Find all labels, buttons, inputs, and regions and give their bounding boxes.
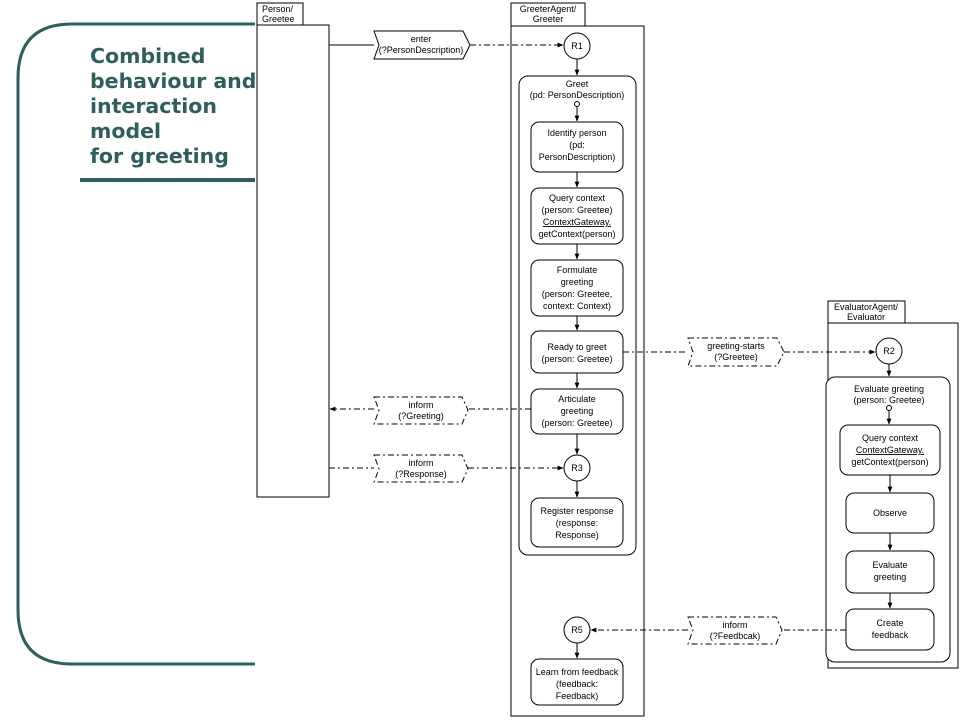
activity-query-context-evaluator[interactable]: Query context ContextGateway. getContext…: [839, 424, 941, 476]
control-flow: [574, 59, 893, 659]
activity-text: (person: Greetee): [541, 418, 612, 428]
activity-text: feedback: [872, 630, 909, 640]
role-label: R5: [571, 625, 583, 635]
activity-text: Response): [555, 530, 599, 540]
message-inform-feedback[interactable]: inform (?Feedbcak): [590, 616, 846, 645]
activity-text: (person: Greetee): [541, 205, 612, 215]
activity-text: Articulate: [558, 394, 596, 404]
message-enter[interactable]: enter (?PersonDescription): [329, 30, 564, 60]
message-label: (?Greetee): [714, 352, 758, 362]
message-label: inform: [408, 458, 433, 468]
activity-text: getContext(person): [538, 229, 615, 239]
message-label: inform: [722, 620, 747, 630]
message-inform-greeting[interactable]: inform (?Greeting): [329, 396, 531, 425]
lane-label-person: Person/: [262, 4, 294, 14]
group-label: Greet: [566, 79, 589, 89]
lane-label-evaluator: EvaluatorAgent/: [834, 302, 899, 312]
role-r5[interactable]: R5: [563, 616, 591, 644]
activity-formulate-greeting[interactable]: Formulate greeting (person: Greetee, con…: [530, 259, 624, 317]
group-label: (pd: PersonDescription): [530, 90, 625, 100]
activity-text: PersonDescription): [539, 152, 616, 162]
activity-text: context: Context): [543, 301, 611, 311]
group-label: Evaluate greeting: [854, 384, 924, 394]
message-greeting-starts[interactable]: greeting-starts (?Greetee): [623, 337, 876, 367]
activity-text: Learn from feedback: [536, 667, 619, 677]
diagram-title: Combined behaviour and interaction model…: [90, 44, 270, 169]
title-line: interaction: [90, 94, 217, 118]
activity-text: Ready to greet: [547, 342, 607, 352]
activity-text: Formulate: [557, 265, 598, 275]
activity-text: greeting: [874, 572, 907, 582]
lane-label-greeter: Greeter: [533, 14, 564, 24]
activity-text: Register response: [540, 506, 613, 516]
activity-create-feedback[interactable]: Create feedback: [845, 608, 935, 651]
activity-ready-to-greet[interactable]: Ready to greet (person: Greetee): [530, 330, 624, 374]
activity-identify-person[interactable]: Identify person (pd: PersonDescription): [530, 121, 624, 173]
activity-text: Query context: [549, 193, 606, 203]
activity-text: Evaluate: [872, 560, 907, 570]
activity-text: (person: Greetee,: [542, 289, 613, 299]
message-label: inform: [408, 400, 433, 410]
message-inform-response[interactable]: inform (?Response): [329, 454, 564, 483]
activity-observe[interactable]: Observe: [845, 492, 935, 534]
title-line: Combined: [90, 44, 206, 68]
role-label: R1: [571, 41, 583, 51]
role-label: R2: [883, 346, 895, 356]
activity-text: ContextGateway.: [543, 217, 611, 227]
role-r2[interactable]: R2: [875, 337, 903, 365]
activity-articulate-greeting[interactable]: Articulate greeting (person: Greetee): [530, 388, 624, 435]
activity-text: (pd:: [569, 140, 585, 150]
activity-text: greeting: [561, 406, 594, 416]
title-line: behaviour and: [90, 69, 257, 93]
message-label: (?PersonDescription): [379, 45, 464, 55]
role-r1[interactable]: R1: [563, 32, 591, 60]
activity-text: (person: Greetee): [541, 354, 612, 364]
activity-text: Feedback): [556, 691, 599, 701]
group-label: (person: Greetee): [853, 395, 924, 405]
message-label: (?Response): [395, 469, 447, 479]
title-frame-curve: [16, 22, 255, 666]
activity-text: getContext(person): [851, 457, 928, 467]
activity-register-response[interactable]: Register response (response: Response): [530, 497, 624, 548]
activity-text: Query context: [862, 433, 919, 443]
activity-learn-from-feedback[interactable]: Learn from feedback (feedback: Feedback): [530, 658, 624, 706]
activity-text: Identify person: [547, 128, 606, 138]
title-line: model: [90, 119, 162, 143]
activity-query-context[interactable]: Query context (person: Greetee) ContextG…: [530, 187, 624, 245]
title-line: for greeting: [90, 144, 229, 168]
lane-person: Person/ Greetee: [256, 2, 330, 498]
activity-text: (response:: [556, 518, 599, 528]
message-label: (?Greeting): [398, 411, 444, 421]
role-r3[interactable]: R3: [563, 454, 591, 482]
role-label: R3: [571, 463, 583, 473]
message-label: (?Feedbcak): [710, 631, 761, 641]
activity-evaluate-greeting[interactable]: Evaluate greeting: [845, 550, 935, 594]
lane-label-greeter: GreeterAgent/: [520, 4, 577, 14]
activity-text: ContextGateway.: [856, 445, 924, 455]
activity-text: greeting: [561, 277, 594, 287]
message-label: enter: [411, 34, 432, 44]
activity-text: Create: [876, 618, 903, 628]
activity-text: Observe: [873, 508, 907, 518]
message-label: greeting-starts: [707, 341, 765, 351]
activity-text: (feedback:: [556, 679, 598, 689]
lane-label-evaluator: Evaluator: [847, 312, 885, 322]
lane-label-person: Greetee: [262, 14, 295, 24]
